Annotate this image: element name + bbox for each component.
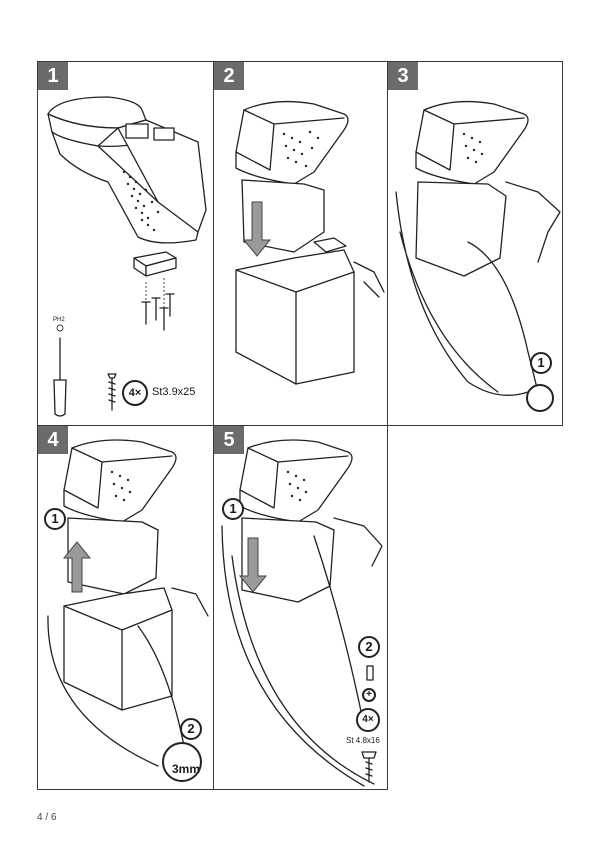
clip-detail-circle (526, 384, 554, 412)
dim-label: 3mm (172, 762, 201, 776)
callout-1: 1 (222, 498, 244, 520)
step-1-badge: 1 (38, 62, 68, 90)
screws-group (141, 278, 175, 331)
step-5-panel: 5 1 2 + 4× St 4.8x16 (213, 425, 388, 790)
screw-icon (361, 665, 377, 783)
drill-detail-circle (162, 742, 202, 782)
step-3-panel: 3 1 (387, 61, 563, 426)
armrest-exploded-illustration (47, 96, 207, 417)
callout-1: 1 (530, 352, 552, 374)
step-2-badge: 2 (214, 62, 244, 90)
step-4-panel: 4 1 2 3mm (37, 425, 214, 790)
armrest-insert-illustration (235, 100, 385, 385)
page-number: 4 / 6 (37, 812, 57, 823)
grip-dots (462, 132, 484, 164)
callout-2: 2 (358, 636, 380, 658)
grip-dots (286, 470, 308, 502)
down-arrow (242, 201, 272, 257)
grip-dots (110, 470, 132, 502)
screw-spec-label: St3.9x25 (152, 386, 196, 398)
armrest-remove-illustration (47, 439, 209, 767)
step-2-panel: 2 (213, 61, 388, 426)
screwdriver-icon (53, 324, 67, 417)
armrest-final-illustration (221, 439, 383, 787)
qty-circle: 4× (356, 708, 380, 732)
screw-spec-label: St 4.8x16 (346, 736, 380, 745)
qty-label: 4× (128, 387, 142, 399)
grip-dots (282, 130, 320, 168)
up-arrow (62, 541, 92, 593)
armrest-attach-illustration (395, 100, 561, 396)
screw-icon (107, 373, 117, 411)
callout-1: 1 (44, 508, 66, 530)
ph2-label: PH2 (53, 317, 65, 323)
grip-dots (122, 170, 160, 232)
crosshead-icon: + (362, 688, 376, 702)
step-3-badge: 3 (388, 62, 418, 90)
down-arrow (238, 537, 268, 593)
qty-circle: 4× (122, 380, 148, 406)
step-4-badge: 4 (38, 426, 68, 454)
step-5-badge: 5 (214, 426, 244, 454)
callout-2: 2 (180, 718, 202, 740)
step-1-panel: 1 (37, 61, 214, 426)
